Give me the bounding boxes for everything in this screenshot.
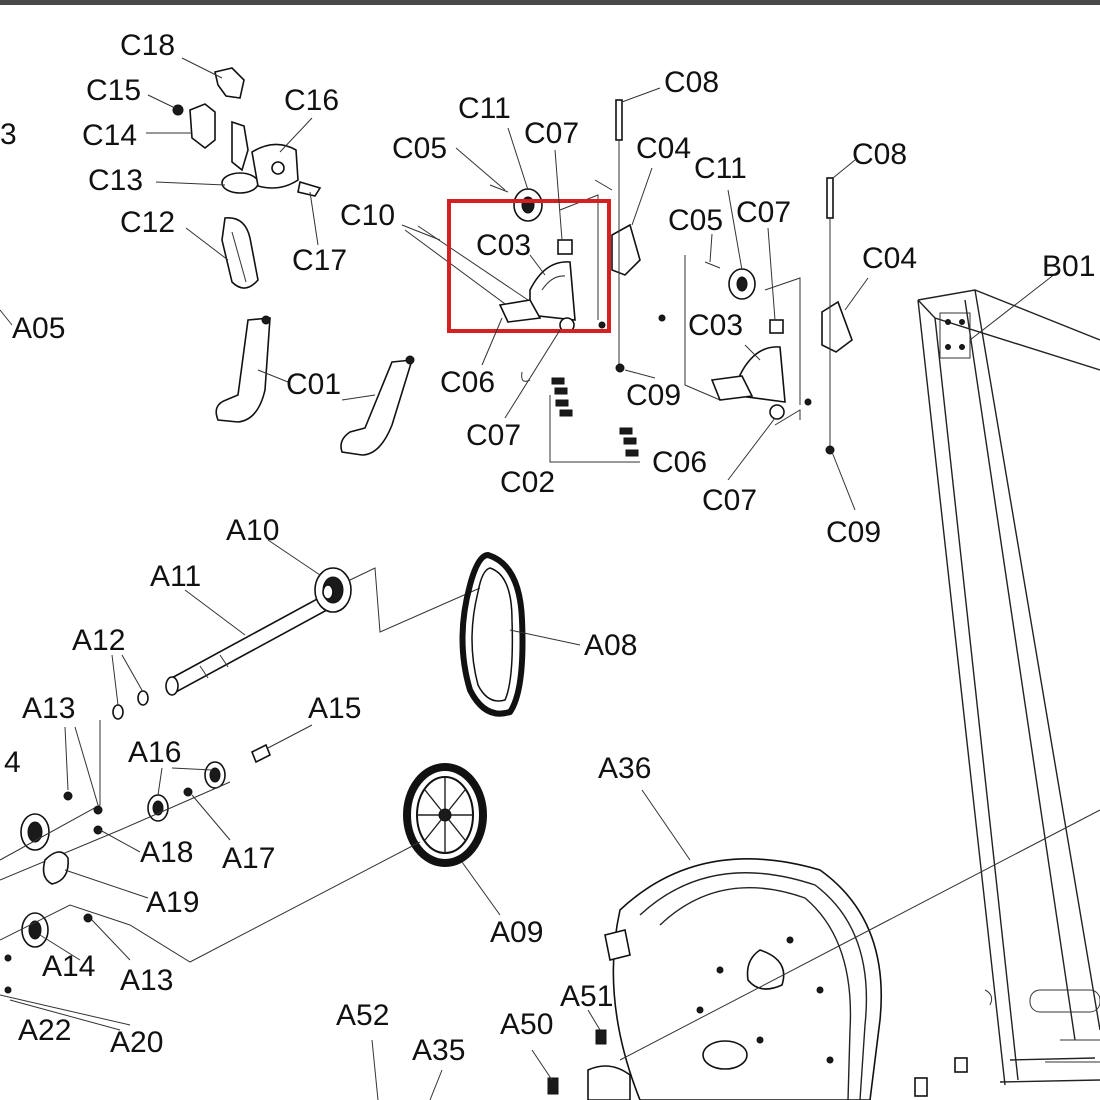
bolts-c02 [521,371,640,463]
label-a15: A15 [308,692,361,725]
label-a36: A36 [598,752,651,785]
label-edge-3: 3 [0,118,17,151]
label-c16: C16 [284,84,339,117]
label-c07-bottom-right: C07 [702,484,757,517]
drive-belt-a08 [459,551,526,717]
label-c06-right: C06 [652,446,707,479]
label-c03-right: C03 [688,309,743,342]
label-c06-left: C06 [440,366,495,399]
label-a20: A20 [110,1026,163,1059]
label-c10: C10 [340,199,395,232]
label-a16: A16 [128,736,181,769]
label-a10: A10 [226,514,279,547]
label-a35: A35 [412,1034,465,1067]
label-c09-right: C09 [826,516,881,549]
label-c08-right: C08 [852,138,907,171]
label-c07-bottom-left: C07 [466,419,521,452]
label-c15: C15 [86,74,141,107]
handle-parts-c12-c18 [172,67,322,289]
label-a09: A09 [490,916,543,949]
label-c09-left: C09 [626,379,681,412]
label-a22: A22 [18,1014,71,1047]
label-c11-right: C11 [694,152,747,185]
label-c17: C17 [292,244,347,277]
drive-shaft-a11 [112,567,481,720]
label-a05: A05 [12,312,65,345]
label-a08: A08 [584,629,637,662]
highlight-box-c03 [447,199,611,333]
label-c13: C13 [88,164,143,197]
pulley-wheel-a09 [403,763,487,867]
label-c01: C01 [286,368,341,401]
label-c18: C18 [120,29,175,62]
label-c11-left: C11 [458,92,511,125]
label-a19: A19 [146,886,199,919]
label-c08-left: C08 [664,66,719,99]
label-c14: C14 [82,119,137,152]
label-a12: A12 [72,624,125,657]
flywheel-housing-a36 [547,809,1100,1100]
label-c03-highlighted: C03 [476,229,531,262]
label-c04-right: C04 [862,242,917,275]
label-c12: C12 [120,206,175,239]
label-c05-left: C05 [392,132,447,165]
label-a50: A50 [500,1008,553,1041]
frame-b01 [917,289,1100,1086]
handlebars-c01 [215,315,415,456]
part-labels: C18 C15 C16 C14 C13 C17 C12 A05 C01 C10 … [0,29,1095,1067]
label-a13-bottom: A13 [120,964,173,997]
label-a14: A14 [42,950,95,983]
label-a11: A11 [150,560,201,593]
label-a13-top: A13 [22,692,75,725]
label-b01: B01 [1042,250,1095,283]
label-edge-4: 4 [4,746,21,779]
label-c05-right: C05 [668,204,723,237]
window-top-border [0,0,1100,5]
pivot-assembly-left [404,99,641,373]
leader-lines [0,57,1061,1100]
label-c07-top-right: C07 [736,196,791,229]
pivot-assembly-right [658,177,853,455]
label-a52: A52 [336,999,389,1032]
label-c02: C02 [500,466,555,499]
label-a18: A18 [140,836,193,869]
label-c07-top-left: C07 [524,117,579,150]
label-a51: A51 [560,980,613,1013]
label-a17: A17 [222,842,275,875]
label-c04-left: C04 [636,132,691,165]
idler-assembly-a13-a20 [0,720,421,1026]
